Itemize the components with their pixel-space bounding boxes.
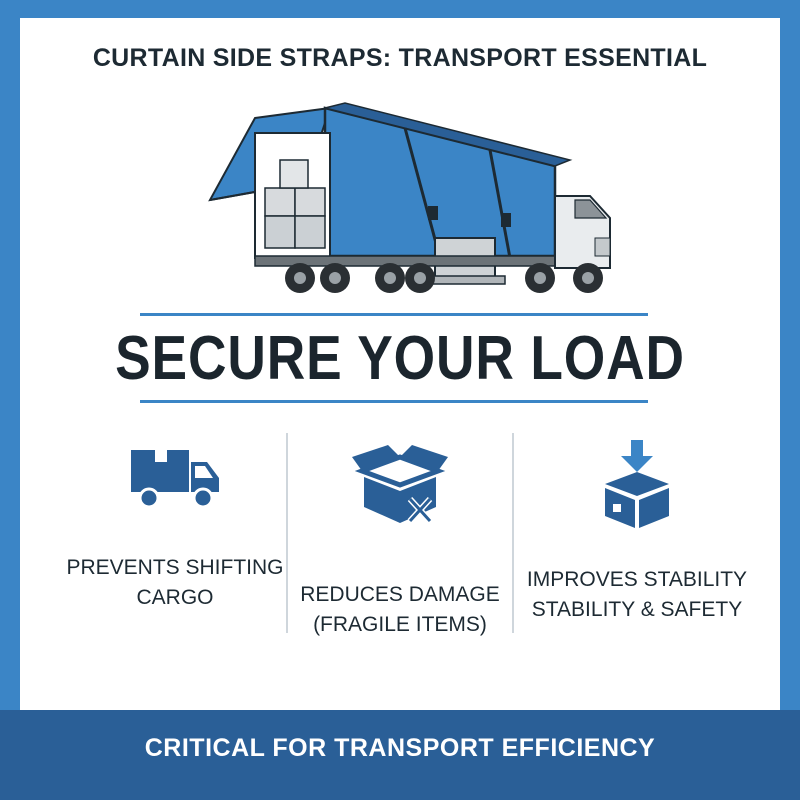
feature-prevents-shifting: PREVENTS SHIFTING CARGO <box>60 448 290 613</box>
feature-line-2: STABILITY & SAFETY <box>531 598 743 621</box>
headline: SECURE YOUR LOAD <box>115 324 685 393</box>
delivery-truck-icon <box>60 448 290 515</box>
truck-icon <box>208 102 611 293</box>
box-download-icon <box>514 438 760 535</box>
feature-line-1: PREVENTS SHIFTING <box>66 556 284 579</box>
feature-line-1: REDUCES DAMAGE <box>300 583 500 606</box>
headline-rule-top <box>140 313 648 316</box>
curtain-side-truck-illustration <box>170 88 630 308</box>
page-title: CURTAIN SIDE STRAPS: TRANSPORT ESSENTIAL <box>92 44 708 72</box>
damaged-box-icon <box>288 443 512 530</box>
feature-improves-stability: IMPROVES STABILITY STABILITY & SAFETY <box>514 438 760 625</box>
feature-line-2: (FRAGILE ITEMS) <box>313 613 487 636</box>
column-divider <box>286 433 288 633</box>
feature-reduces-damage: REDUCES DAMAGE (FRAGILE ITEMS) <box>288 443 512 640</box>
headline-rule-bottom <box>140 400 648 403</box>
column-divider <box>512 433 514 633</box>
content-panel: CURTAIN SIDE STRAPS: TRANSPORT ESSENTIAL <box>20 18 780 710</box>
feature-line-2: CARGO <box>136 586 214 609</box>
footer-text: CRITICAL FOR TRANSPORT EFFICIENCY <box>144 734 656 762</box>
feature-line-1: IMPROVES STABILITY <box>526 568 748 591</box>
footer-banner: CRITICAL FOR TRANSPORT EFFICIENCY <box>0 710 800 800</box>
